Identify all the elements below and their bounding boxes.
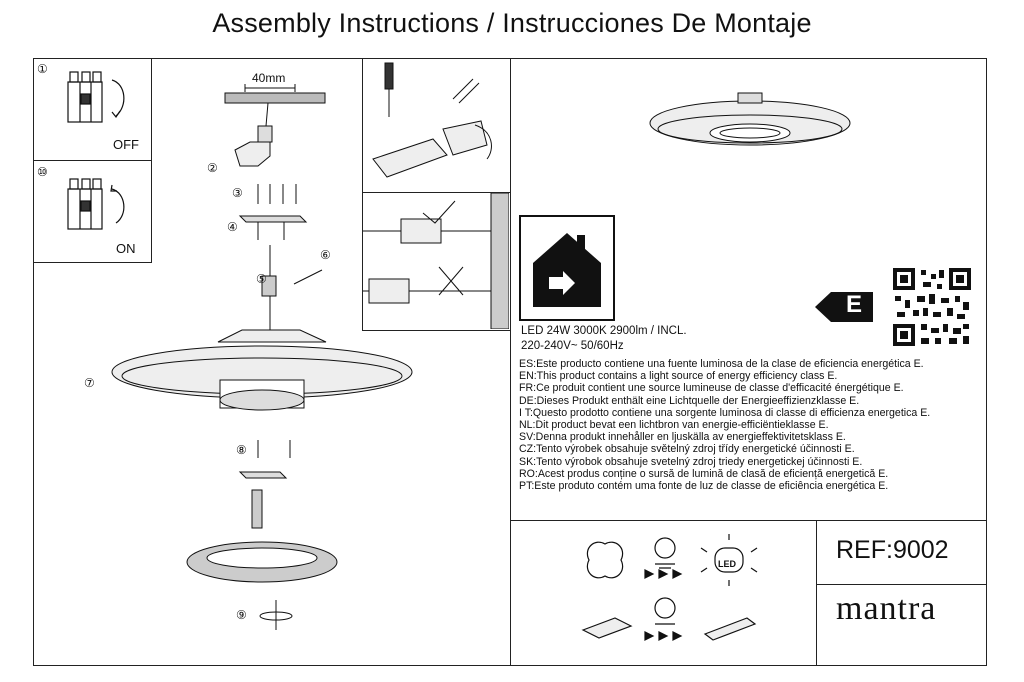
brand-logo: mantra — [836, 590, 937, 627]
energy-statement-cz: CZ:Tento výrobek obsahuje světelný zdroj… — [519, 443, 855, 456]
divider — [362, 58, 363, 330]
energy-statement-list: ES:Este producto contiene una fuente lum… — [519, 358, 930, 492]
energy-statement-pt: PT:Este produto contém uma fonte de luz … — [519, 480, 889, 493]
step-number-8: ⑧ — [236, 443, 247, 457]
spec-line-1: LED 24W 3000K 2900lm / INCL. — [521, 325, 687, 337]
circuit-breaker-icon — [67, 178, 125, 230]
divider — [33, 262, 151, 263]
step-number-6: ⑥ — [320, 248, 331, 262]
divider — [510, 58, 511, 666]
drill-dimension: 40mm — [252, 71, 286, 85]
on-label: ON — [116, 241, 136, 256]
divider — [816, 520, 817, 666]
divider — [33, 160, 151, 161]
divider — [362, 330, 510, 331]
spec-line-2: 220-240V~ 50/60Hz — [521, 340, 624, 352]
divider — [816, 584, 987, 585]
wiring-terminal-diagram — [372, 62, 492, 178]
step-number-2: ② — [207, 161, 218, 175]
off-label: OFF — [113, 137, 139, 152]
energy-statement-it: I T:Questo prodotto contiene una sorgent… — [519, 406, 931, 419]
page-title: Assembly Instructions / Instrucciones De… — [212, 8, 812, 38]
led-icon-label: LED — [718, 559, 736, 569]
energy-statement-sk: SK:Tento výrobok obsahuje svetelný zdroj… — [519, 455, 863, 468]
energy-statement-ro: RO:Acest produs conține o sursă de lumin… — [519, 467, 889, 480]
reference-number: REF:9002 — [836, 536, 949, 564]
energy-class-arrow-icon — [815, 292, 873, 322]
qr-code-icon — [893, 268, 971, 346]
product-illustration — [649, 92, 851, 146]
divider — [362, 192, 510, 193]
energy-statement-en: EN:This product contains a light source … — [519, 370, 838, 383]
indoor-use-icon — [519, 215, 615, 321]
step-number-10: ⑩ — [37, 165, 48, 179]
wiring-correct-incorrect-diagram — [363, 193, 509, 329]
assembly-diagram — [111, 84, 413, 630]
circuit-breaker-icon — [67, 71, 125, 123]
disposal-icons — [581, 534, 758, 641]
step-number-3: ③ — [232, 186, 243, 200]
energy-class-letter: E — [846, 291, 863, 318]
divider — [151, 58, 152, 263]
step-number-5: ⑤ — [256, 272, 267, 286]
energy-statement-nl: NL:Dit product bevat een lichtbron van e… — [519, 419, 829, 432]
energy-statement-fr: FR:Ce produit contient une source lumine… — [519, 382, 904, 395]
step-number-4: ④ — [227, 220, 238, 234]
energy-statement-sv: SV:Denna produkt innehåller en ljuskälla… — [519, 431, 846, 444]
energy-statement-es: ES:Este producto contiene una fuente lum… — [519, 358, 924, 370]
step-number-7: ⑦ — [84, 376, 95, 390]
step-number-1: ① — [37, 62, 48, 76]
divider — [510, 520, 987, 521]
energy-statement-de: DE:Dieses Produkt enthält eine Lichtquel… — [519, 394, 860, 407]
step-number-9: ⑨ — [236, 608, 247, 622]
